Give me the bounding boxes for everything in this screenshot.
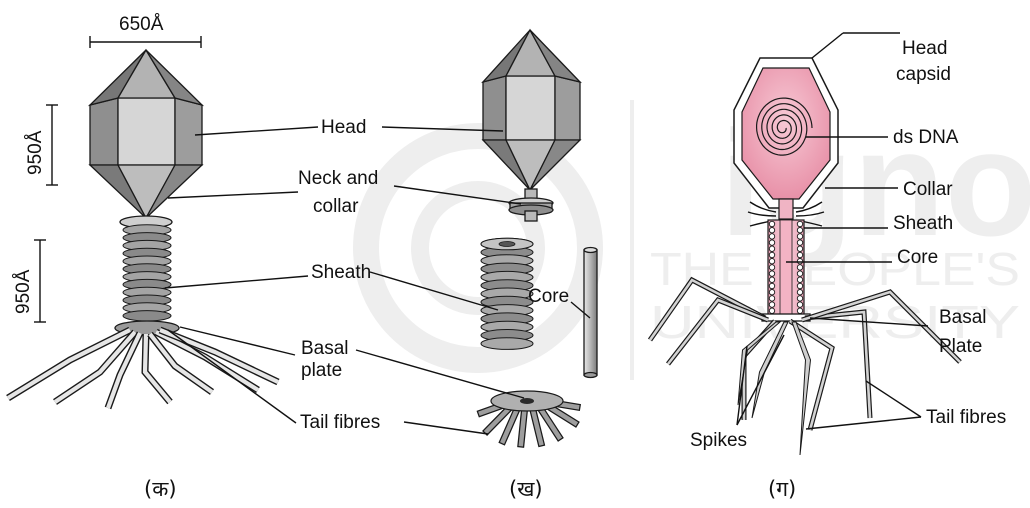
sheath-bead bbox=[769, 290, 774, 295]
sheath-bead bbox=[797, 277, 802, 282]
separated-sheath bbox=[481, 238, 533, 349]
label-basal-line2: plate bbox=[301, 360, 342, 381]
sheath-bead bbox=[769, 283, 774, 288]
label-basal-line1: Basal bbox=[301, 338, 349, 359]
label-collar: Collar bbox=[903, 179, 953, 200]
panel-a: 650Å 950Å 950Å bbox=[8, 14, 278, 501]
sheath-ring bbox=[481, 338, 533, 350]
sheath-bead bbox=[769, 259, 774, 264]
label-neck-line2: collar bbox=[313, 196, 359, 217]
tail-core bbox=[780, 220, 792, 316]
sheath-bead bbox=[797, 302, 802, 307]
sheath-bead bbox=[797, 234, 802, 239]
label-head: Head bbox=[321, 117, 366, 138]
sheath-bead bbox=[769, 271, 774, 276]
sheath-bead bbox=[769, 277, 774, 282]
label-tail-fibres: Tail fibres bbox=[926, 407, 1006, 428]
sheath-bead bbox=[797, 252, 802, 257]
sheath-bead bbox=[797, 308, 802, 313]
sheath-bead bbox=[769, 308, 774, 313]
label-ds-dna: ds DNA bbox=[893, 127, 959, 148]
label-basal-plate-1: Basal bbox=[939, 307, 987, 328]
label-sheath: Sheath bbox=[311, 262, 371, 283]
width-dimension: 650Å bbox=[90, 14, 201, 48]
phage-head bbox=[90, 50, 202, 218]
label-head-capsid-1: Head bbox=[902, 38, 947, 59]
sheath-bead bbox=[769, 265, 774, 270]
sheath-bead bbox=[797, 259, 802, 264]
watermark-logo-ring bbox=[366, 136, 590, 360]
sheath-bead bbox=[797, 221, 802, 226]
head-height-dimension: 950Å bbox=[25, 105, 58, 185]
sheath-bead bbox=[769, 252, 774, 257]
sheath-ring bbox=[123, 311, 171, 321]
separated-basal-plate bbox=[481, 391, 577, 444]
label-core: Core bbox=[897, 247, 938, 268]
sheath-bead bbox=[797, 265, 802, 270]
sheath-bead bbox=[769, 221, 774, 226]
phage-neck bbox=[779, 199, 793, 219]
sheath-bead bbox=[769, 240, 774, 245]
sheath-bead bbox=[769, 228, 774, 233]
label-neck-line1: Neck and bbox=[298, 168, 378, 189]
watermark-divider bbox=[630, 100, 634, 380]
sheath-bead bbox=[797, 271, 802, 276]
panel-b-caption: (ख) bbox=[509, 477, 543, 501]
sheath-bead bbox=[797, 290, 802, 295]
label-sheath: Sheath bbox=[893, 213, 953, 234]
phage-sheath bbox=[123, 225, 171, 321]
label-spikes: Spikes bbox=[690, 430, 747, 451]
panel-c-caption: (ग) bbox=[768, 477, 796, 501]
label-basal-plate-2: Plate bbox=[939, 336, 982, 357]
panel-a-caption: (क) bbox=[144, 477, 177, 501]
sheath-bead bbox=[797, 246, 802, 251]
sheath-bead bbox=[769, 296, 774, 301]
label-tail-fibres: Tail fibres bbox=[300, 412, 380, 433]
label-head-capsid-2: capsid bbox=[896, 64, 951, 85]
sheath-bead bbox=[769, 246, 774, 251]
separated-core bbox=[584, 248, 597, 378]
sheath-bead bbox=[797, 228, 802, 233]
sheath-bead bbox=[797, 296, 802, 301]
sheath-bead bbox=[797, 283, 802, 288]
sheath-bead bbox=[769, 234, 774, 239]
tail-height-dimension: 950Å bbox=[13, 240, 46, 322]
basal-plate-hole bbox=[520, 398, 534, 404]
label-core: Core bbox=[528, 286, 569, 307]
head-height-label: 950Å bbox=[25, 130, 46, 175]
sheath-bead bbox=[769, 302, 774, 307]
tail-height-label: 950Å bbox=[13, 269, 34, 314]
width-label: 650Å bbox=[119, 14, 164, 35]
sheath-bead bbox=[797, 240, 802, 245]
sheath-hole bbox=[499, 242, 515, 247]
